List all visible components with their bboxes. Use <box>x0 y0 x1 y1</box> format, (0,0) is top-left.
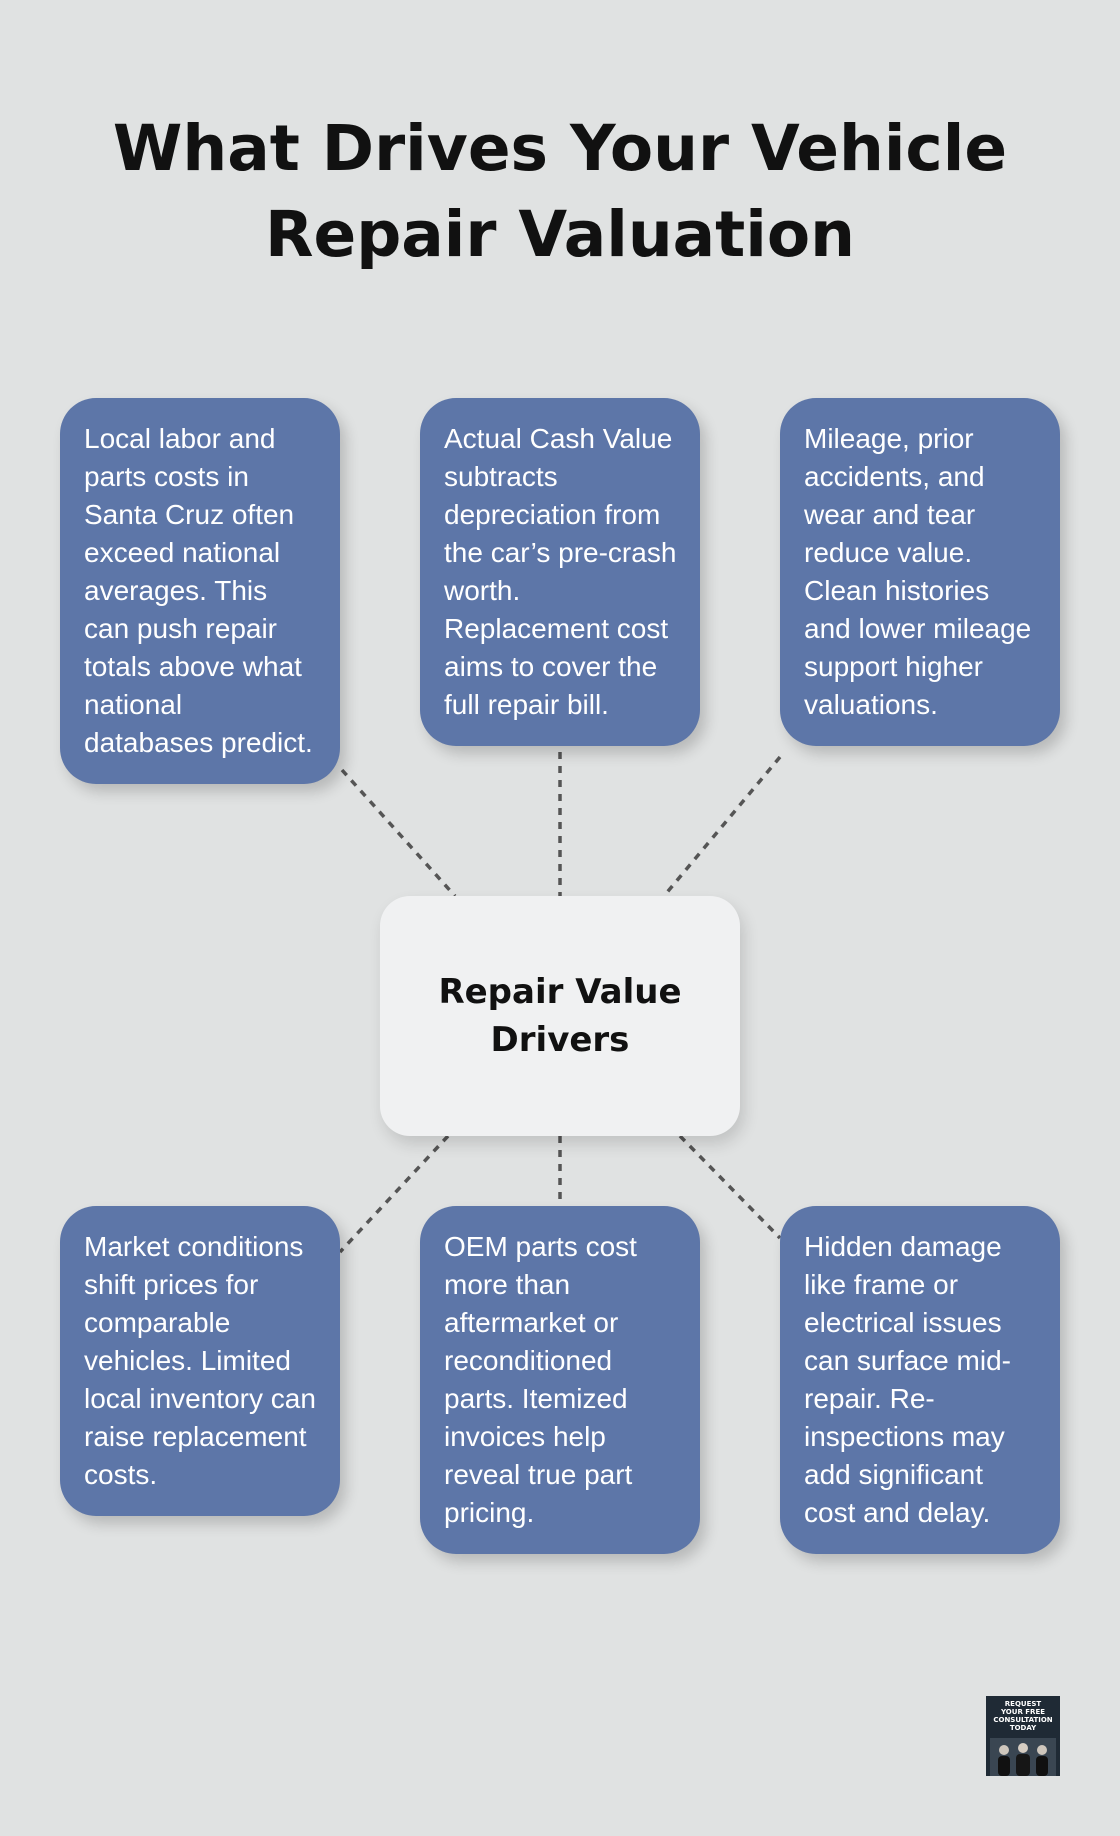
center-node-line-2: Drivers <box>490 1020 630 1060</box>
connector-bottom-right <box>678 1134 782 1240</box>
driver-card-text: Mileage, prior accidents, and wear and t… <box>804 423 1032 720</box>
connector-top-right <box>662 755 782 898</box>
page-title-line-2: Repair Valuation <box>264 198 856 271</box>
consultation-badge[interactable]: REQUEST YOUR FREE CONSULTATION TODAY <box>986 1696 1060 1776</box>
driver-card-hidden-damage: Hidden damage like frame or electrical i… <box>780 1206 1060 1554</box>
attorneys-photo-icon <box>990 1738 1056 1776</box>
driver-card-valuation-method: Actual Cash Value subtracts depreciation… <box>420 398 700 746</box>
driver-card-text: Market conditions shift prices for compa… <box>84 1231 316 1490</box>
connector-bottom-left <box>338 1134 450 1254</box>
badge-line-1: REQUEST <box>1004 1700 1042 1708</box>
page-title-line-1: What Drives Your Vehicle <box>112 112 1008 185</box>
driver-card-vehicle-history: Mileage, prior accidents, and wear and t… <box>780 398 1060 746</box>
badge-line-4: TODAY <box>1009 1724 1037 1732</box>
driver-card-text: Local labor and parts costs in Santa Cru… <box>84 423 313 758</box>
driver-card-text: Hidden damage like frame or electrical i… <box>804 1231 1011 1528</box>
driver-card-text: Actual Cash Value subtracts depreciation… <box>444 423 677 720</box>
page-title: What Drives Your Vehicle Repair Valuatio… <box>0 106 1120 278</box>
driver-card-text: OEM parts cost more than aftermarket or … <box>444 1231 637 1528</box>
driver-card-market-conditions: Market conditions shift prices for compa… <box>60 1206 340 1516</box>
badge-line-2: YOUR FREE <box>1000 1708 1046 1716</box>
connector-top-left <box>340 768 457 898</box>
center-node: Repair Value Drivers <box>380 896 740 1136</box>
center-node-line-1: Repair Value <box>438 972 682 1012</box>
driver-card-local-costs: Local labor and parts costs in Santa Cru… <box>60 398 340 784</box>
driver-card-parts-type: OEM parts cost more than aftermarket or … <box>420 1206 700 1554</box>
badge-line-3: CONSULTATION <box>993 1716 1053 1724</box>
